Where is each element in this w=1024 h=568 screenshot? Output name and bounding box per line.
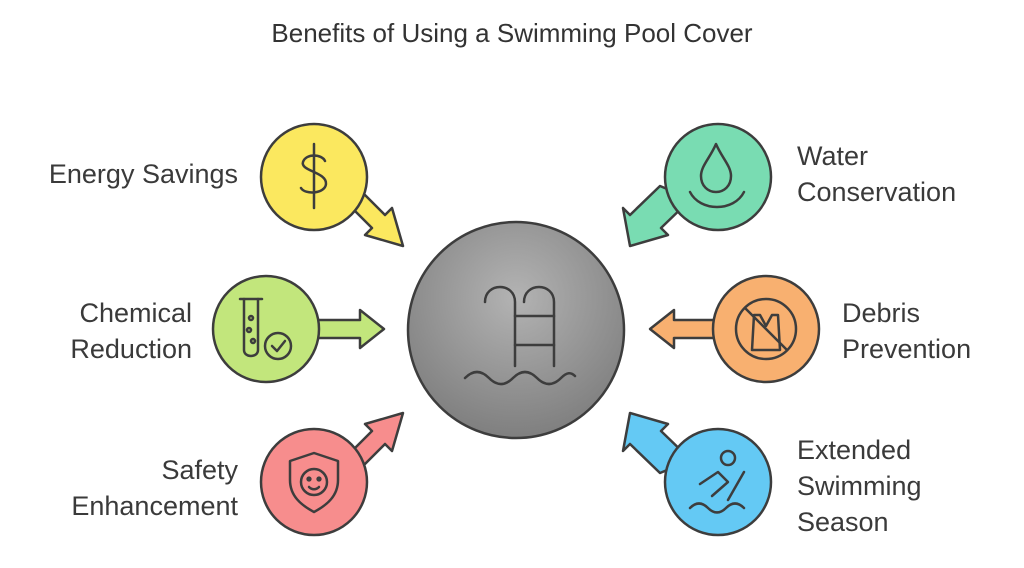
- debris-prevention-label: Debris Prevention: [842, 295, 1012, 367]
- debris-prevention-line-2: Prevention: [842, 334, 972, 364]
- water-drop-icon: [688, 142, 746, 209]
- debris-prevention-node: [648, 274, 821, 384]
- child-shield-icon: [288, 451, 340, 514]
- safety-enhancement-circle: [259, 427, 369, 537]
- energy-savings-label: Energy Savings: [20, 156, 238, 192]
- debris-prevention-line-1: Debris: [842, 298, 921, 328]
- chemical-reduction-label: Chemical Reduction: [20, 295, 192, 367]
- extended-swimming-season-line-3: Season: [797, 507, 889, 537]
- test-tube-check-icon: [238, 297, 293, 361]
- chemical-reduction-line-2: Reduction: [70, 334, 192, 364]
- extended-swimming-season-line-2: Swimming: [797, 471, 922, 501]
- extended-swimming-season-node: [621, 411, 773, 537]
- chemical-reduction-node: [211, 274, 386, 384]
- energy-savings-line: Energy Savings: [48, 159, 238, 189]
- chemical-reduction-arrow: [316, 308, 386, 350]
- chemical-reduction-circle: [211, 274, 321, 384]
- water-conservation-node: [621, 122, 773, 248]
- water-conservation-line-1: Water: [797, 141, 869, 171]
- dollar-icon: [299, 142, 328, 210]
- no-bag-icon: [734, 297, 798, 361]
- pool-center-node: [406, 220, 626, 440]
- safety-enhancement-line-2: Enhancement: [71, 491, 238, 521]
- water-conservation-label: Water Conservation: [797, 138, 1007, 210]
- extended-swimming-season-line-1: Extended: [797, 435, 912, 465]
- debris-prevention-arrow: [648, 308, 716, 350]
- extended-swimming-season-circle: [663, 427, 773, 537]
- water-conservation-line-2: Conservation: [797, 177, 957, 207]
- safety-enhancement-node: [259, 411, 405, 537]
- swimmer-icon: [688, 449, 746, 514]
- pool-ladder-icon: [463, 285, 577, 386]
- energy-savings-node: [259, 122, 405, 248]
- water-conservation-circle: [663, 122, 773, 232]
- diagram-title: Benefits of Using a Swimming Pool Cover: [271, 18, 753, 48]
- safety-enhancement-line-1: Safety: [161, 455, 238, 485]
- chemical-reduction-line-1: Chemical: [79, 298, 192, 328]
- safety-enhancement-label: Safety Enhancement: [20, 452, 238, 524]
- extended-swimming-season-label: Extended Swimming Season: [797, 432, 1007, 540]
